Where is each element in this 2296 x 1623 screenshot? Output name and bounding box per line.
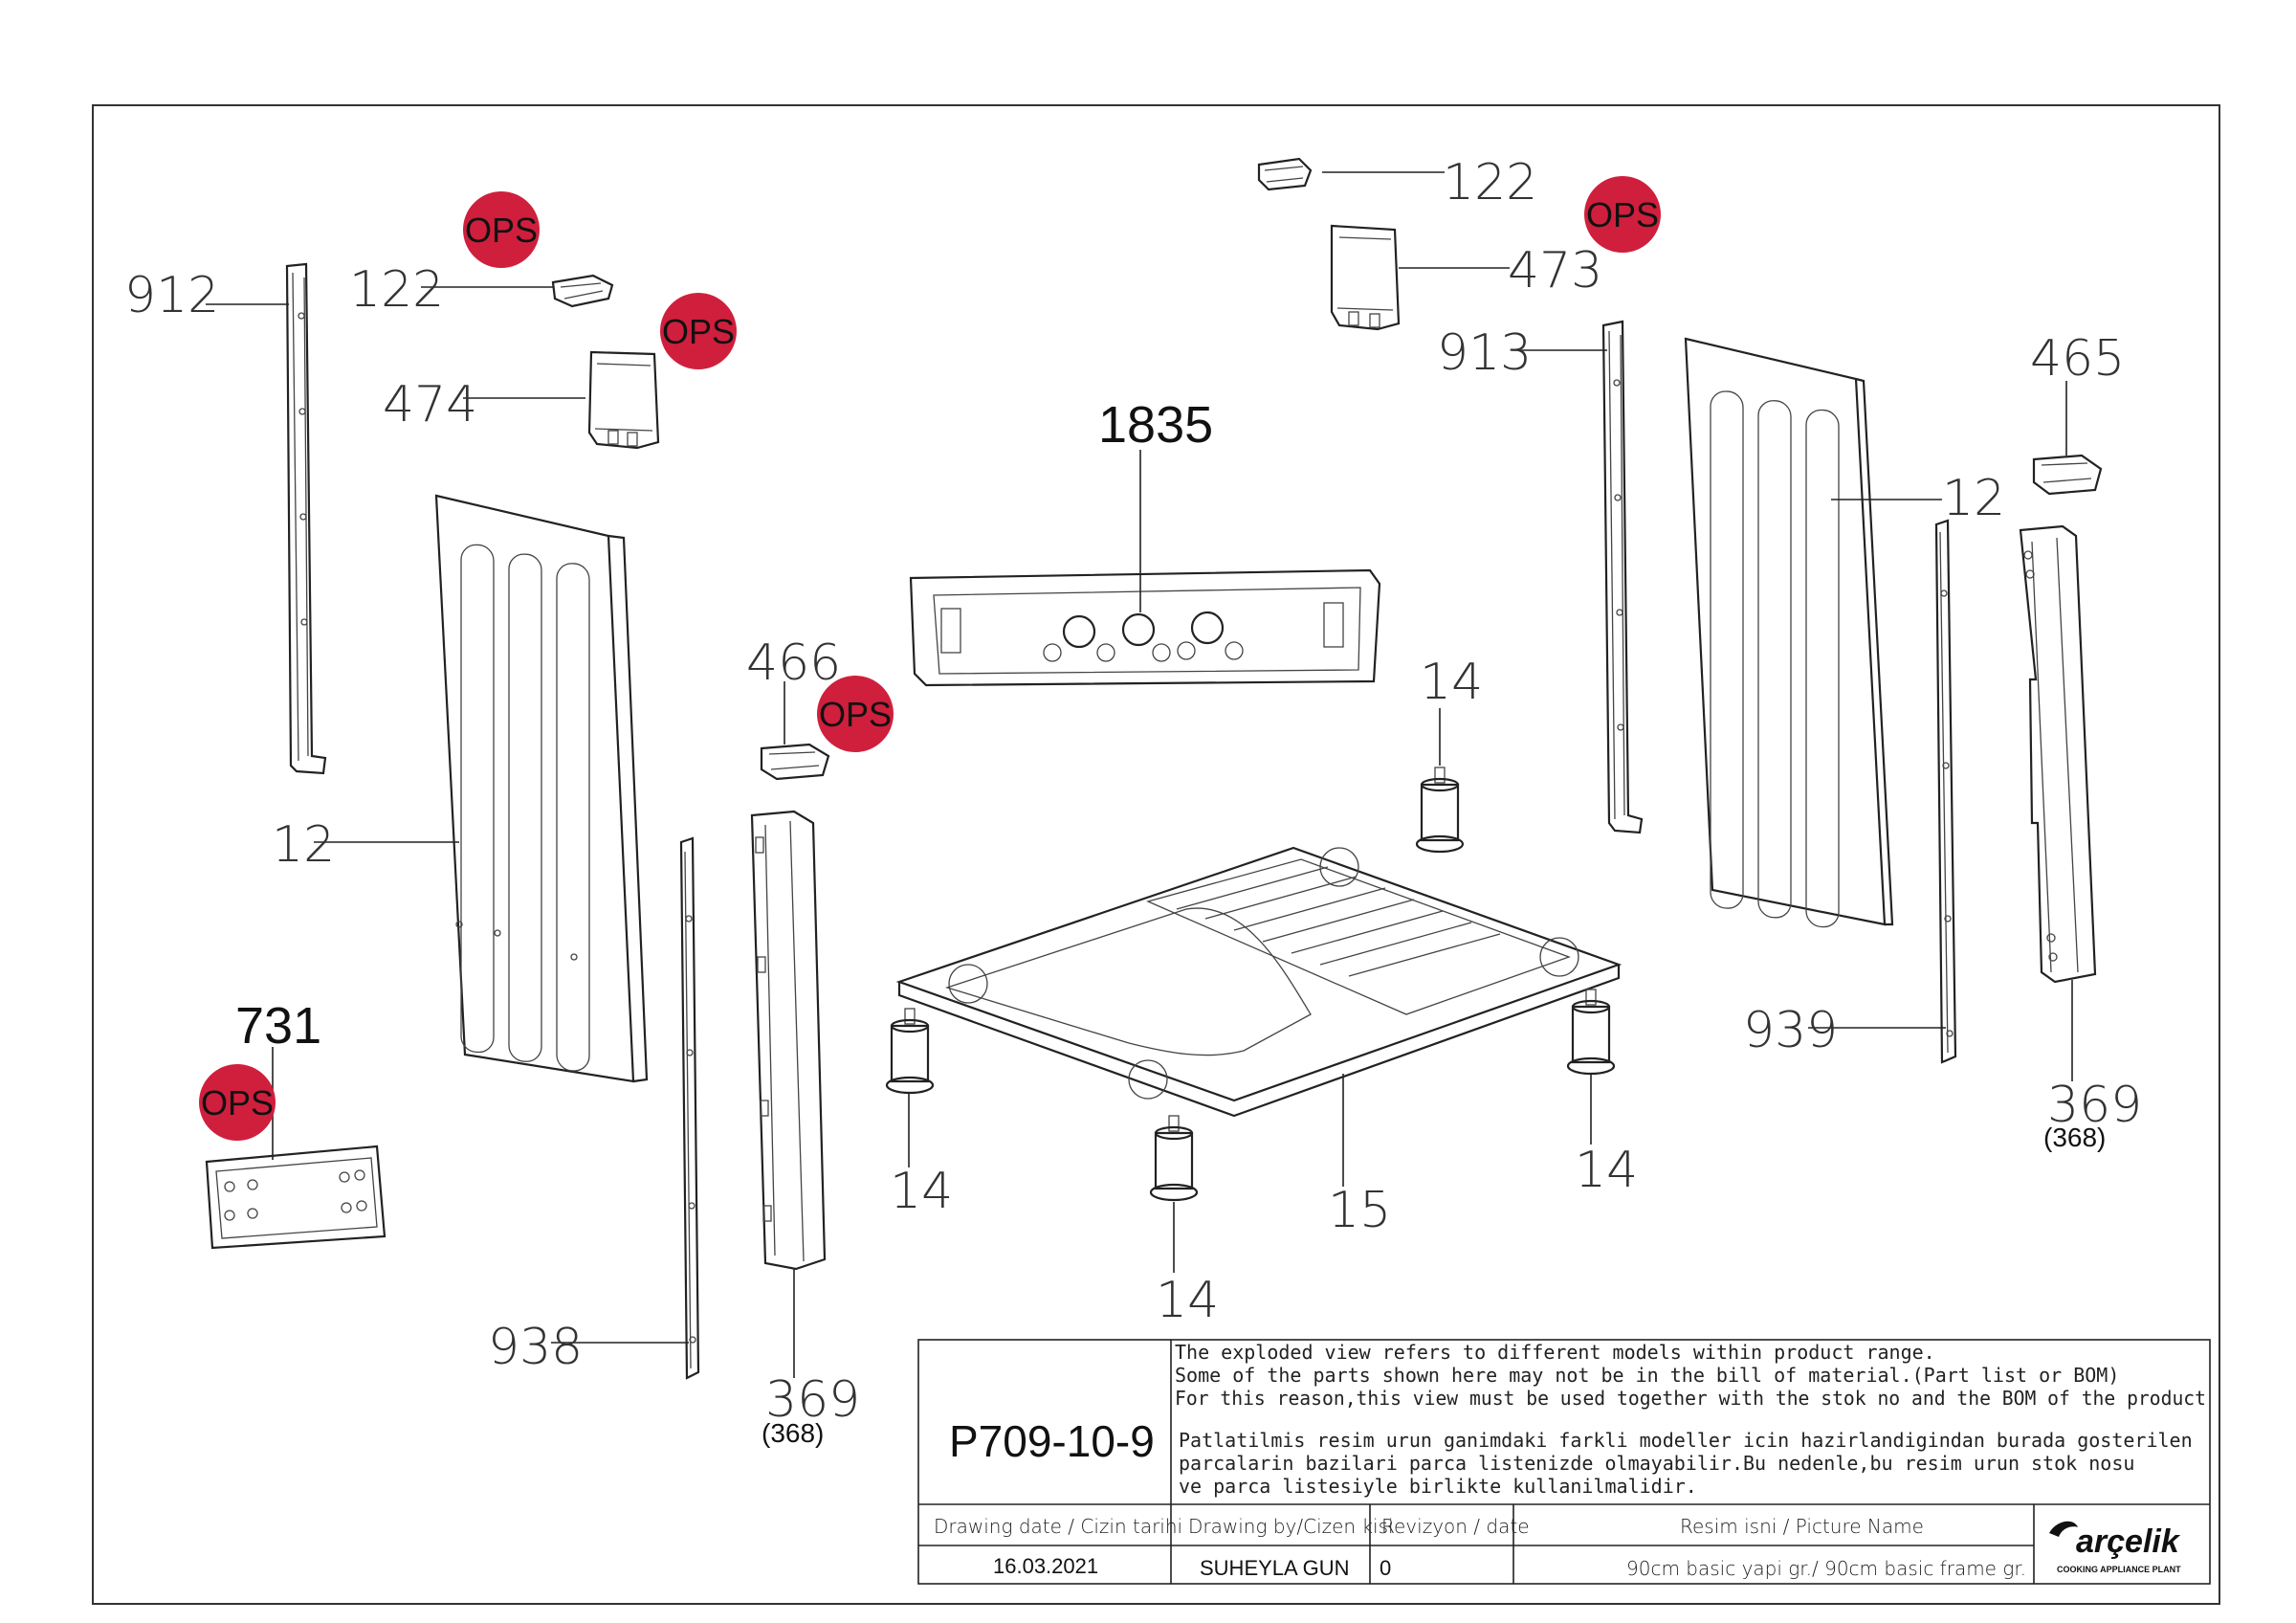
callout-14-c: 14 <box>1575 1142 1638 1199</box>
part-466-bracket <box>760 743 830 781</box>
svg-text:OPS: OPS <box>1586 195 1659 234</box>
ops-badge-731: OPS <box>199 1064 276 1141</box>
head-drawing-by: Drawing by/Cizen kisi <box>1188 1515 1394 1538</box>
callout-939: 939 <box>1743 1002 1838 1059</box>
part-14-foot-a <box>885 1008 935 1095</box>
title-block: P709-10-9 The exploded view refers to di… <box>917 1339 2211 1585</box>
callout-369-right: 369 <box>2047 1077 2142 1134</box>
ops-badge-466: OPS <box>817 676 894 752</box>
part-731-plate <box>205 1145 386 1250</box>
part-14-foot-c <box>1566 989 1616 1076</box>
callout-368-mid: (368) <box>762 1418 824 1448</box>
value-drawing-by: SUHEYLA GUN <box>1200 1556 1350 1580</box>
note-tr-line-2: parcalarin bazilari parca listenizde olm… <box>1179 1452 2134 1475</box>
head-revision: Revizyon / date <box>1381 1515 1530 1538</box>
svg-text:arçelik: arçelik <box>2076 1523 2181 1560</box>
callout-14-d: 14 <box>1156 1272 1219 1329</box>
part-122-clip-left <box>551 274 614 308</box>
callout-14-a: 14 <box>890 1163 953 1220</box>
callout-122-right: 122 <box>1443 154 1537 211</box>
callout-12-right: 12 <box>1942 470 2005 527</box>
callout-474: 474 <box>383 376 477 434</box>
part-474-bracket <box>587 350 660 450</box>
callout-15: 15 <box>1328 1182 1391 1239</box>
part-473-bracket <box>1330 224 1401 331</box>
callout-465: 465 <box>2030 330 2125 388</box>
part-939-rail <box>1934 519 1957 1064</box>
head-picture-name: Resim isni / Picture Name <box>1680 1515 1924 1538</box>
note-en-line-1: The exploded view refers to different mo… <box>1175 1341 1935 1364</box>
svg-text:OPS: OPS <box>662 312 735 351</box>
svg-text:COOKING APPLIANCE PLANT: COOKING APPLIANCE PLANT <box>2057 1565 2181 1574</box>
callout-368-right: (368) <box>2043 1123 2106 1152</box>
callout-913: 913 <box>1437 324 1532 382</box>
callout-12-left: 12 <box>272 816 335 874</box>
part-1835-control-panel <box>909 568 1381 687</box>
value-picture-name: 90cm basic yapi gr./ 90cm basic frame gr… <box>1626 1557 2026 1580</box>
callout-122-left: 122 <box>349 261 444 319</box>
arcelik-logo: arçelik COOKING APPLIANCE PLANT <box>2049 1521 2181 1574</box>
ops-badge-474: OPS <box>660 293 737 369</box>
callout-938: 938 <box>488 1319 583 1376</box>
callout-731: 731 <box>235 997 321 1055</box>
callout-369-mid: 369 <box>765 1371 860 1429</box>
callout-912: 912 <box>124 267 219 324</box>
callout-466: 466 <box>746 634 841 692</box>
value-revision: 0 <box>1380 1556 1391 1580</box>
drawing-code: P709-10-9 <box>949 1416 1155 1466</box>
part-14-foot-d <box>1149 1115 1199 1202</box>
svg-text:OPS: OPS <box>819 695 892 734</box>
ops-badge-473: OPS <box>1584 176 1661 253</box>
note-en-line-3: For this reason,this view must be used t… <box>1175 1387 2206 1410</box>
part-12-side-panel-right <box>1684 337 1894 928</box>
note-tr-line-1: Patlatilmis resim urun ganimdaki farkli … <box>1179 1429 2193 1452</box>
part-913-side-rail <box>1601 320 1644 834</box>
part-122-clip-right <box>1257 157 1313 191</box>
ops-badge-122-left: OPS <box>463 191 540 268</box>
head-drawing-date: Drawing date / Cizin tarihi <box>934 1515 1182 1538</box>
part-369-column-right <box>2019 524 2097 984</box>
part-12-side-panel-left <box>434 494 649 1083</box>
drawing-frame <box>92 104 2220 1605</box>
part-938-rail <box>679 836 700 1380</box>
part-369-column-left <box>750 810 827 1271</box>
part-912-side-rail <box>285 262 327 775</box>
note-tr-line-3: ve parca listesiyle birlikte kullanilmal… <box>1179 1475 1697 1498</box>
part-15-base-frame <box>895 846 1623 1118</box>
callout-473: 473 <box>1508 242 1602 300</box>
svg-text:OPS: OPS <box>465 211 538 250</box>
callout-14-b: 14 <box>1420 654 1483 711</box>
value-drawing-date: 16.03.2021 <box>993 1554 1098 1578</box>
part-465-bracket <box>2032 454 2103 496</box>
callout-1835: 1835 <box>1098 396 1213 454</box>
part-14-foot-b <box>1415 767 1465 854</box>
svg-text:OPS: OPS <box>201 1083 274 1123</box>
note-en-line-2: Some of the parts shown here may not be … <box>1175 1364 2119 1387</box>
